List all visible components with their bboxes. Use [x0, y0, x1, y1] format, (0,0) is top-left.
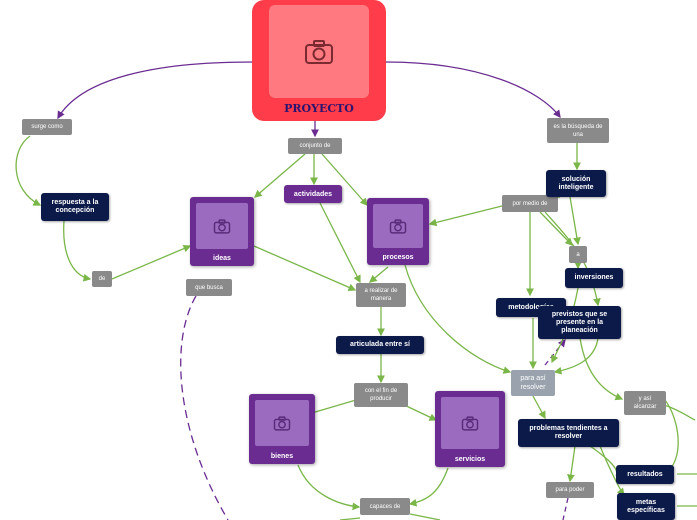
node-ideas[interactable]: ideas: [190, 197, 254, 266]
root-image-placeholder: [269, 5, 369, 98]
procesos-image-placeholder: [373, 204, 423, 248]
node-procesos[interactable]: procesos: [367, 198, 429, 265]
label-a[interactable]: a: [569, 246, 587, 263]
node-bienes[interactable]: bienes: [249, 394, 315, 464]
node-inversiones[interactable]: inversiones: [565, 268, 623, 288]
root-node-proyecto[interactable]: PROYECTO: [252, 0, 386, 121]
label-que-busca[interactable]: que busca: [186, 279, 232, 296]
label-de[interactable]: de: [92, 271, 112, 287]
label-es-la-busqueda[interactable]: es la búsqueda de una: [547, 118, 609, 143]
servicios-image-placeholder: [441, 397, 499, 449]
node-metas[interactable]: metas específicas: [617, 493, 675, 520]
node-servicios[interactable]: servicios: [435, 391, 505, 467]
servicios-label: servicios: [454, 456, 486, 463]
label-y-asi-alcanzar[interactable]: y así alcanzar: [624, 391, 666, 415]
camera-icon: [461, 415, 479, 431]
label-a-realizar[interactable]: a realizar de manera: [356, 283, 406, 307]
label-para-asi-resolver[interactable]: para así resolver: [511, 370, 555, 396]
ideas-label: ideas: [213, 255, 231, 262]
bienes-image-placeholder: [255, 400, 309, 446]
camera-icon: [213, 218, 231, 234]
label-para-poder[interactable]: para poder: [546, 482, 594, 498]
node-previstos[interactable]: previstos que se presente en la planeaci…: [538, 306, 621, 339]
label-por-medio-de[interactable]: por medio de: [502, 195, 558, 212]
camera-icon: [305, 39, 333, 64]
ideas-image-placeholder: [196, 203, 248, 249]
procesos-label: procesos: [382, 254, 414, 261]
label-conjunto-de[interactable]: conjunto de: [288, 138, 342, 154]
node-resultados[interactable]: resultados: [616, 465, 674, 484]
node-actividades[interactable]: actividades: [284, 185, 342, 203]
label-con-el-fin[interactable]: con el fin de producir: [354, 383, 408, 407]
node-respuesta[interactable]: respuesta a la concepción: [41, 193, 109, 221]
camera-icon: [273, 415, 291, 431]
node-problemas[interactable]: problemas tendientes a resolver: [518, 419, 619, 447]
node-articulada[interactable]: articulada entre sí: [336, 336, 424, 354]
camera-icon: [389, 218, 407, 234]
label-surge-como[interactable]: surge como: [22, 119, 72, 135]
root-label: PROYECTO: [284, 102, 354, 115]
bienes-label: bienes: [270, 453, 294, 460]
label-capaces-de[interactable]: capaces de: [360, 498, 410, 515]
node-solucion[interactable]: solución inteligente: [546, 170, 606, 197]
